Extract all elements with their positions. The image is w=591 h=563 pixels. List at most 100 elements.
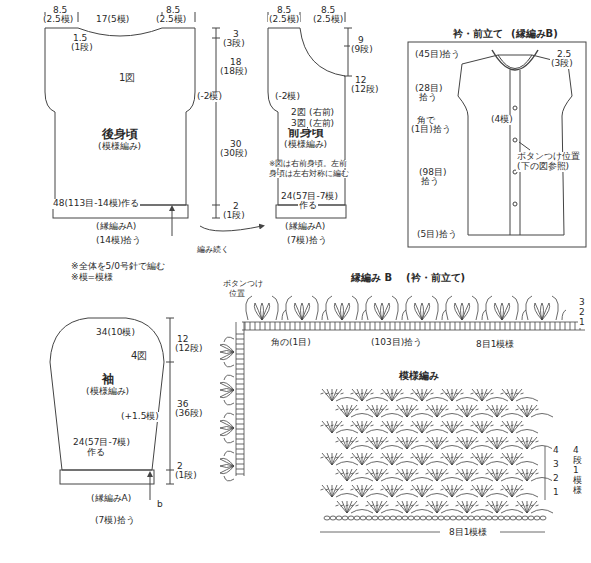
pattern-label: 作る — [298, 201, 318, 211]
pattern-label: 2図 — [290, 108, 307, 118]
pattern-label: 24(57目-7模) — [72, 438, 131, 448]
pattern-label: 2 — [578, 308, 586, 318]
pattern-label: (1段) — [70, 43, 94, 53]
pattern-label: 4 — [552, 446, 560, 456]
pattern-label: (12段) — [174, 344, 203, 354]
pattern-label: (右前) — [308, 108, 335, 118]
pattern-label: ※全体を5/0号針で編む — [70, 262, 166, 272]
stitch-symbol — [242, 322, 585, 330]
pattern-label: 1図 — [118, 72, 136, 83]
pattern-label: 作る — [86, 448, 106, 458]
stitch-symbol — [320, 446, 545, 532]
pattern-label: 3 — [552, 460, 560, 470]
stitch-symbol — [366, 296, 406, 320]
pattern-label: (18段) — [219, 67, 248, 77]
stitch-symbol — [236, 322, 244, 476]
stitch-symbol — [526, 296, 566, 320]
pattern-label: (左前) — [308, 119, 335, 129]
pattern-label: (下の図参照) — [516, 162, 570, 172]
pattern-label: 34(10模) — [95, 328, 136, 338]
pattern-label: (12段) — [350, 85, 379, 95]
pattern-label: 8目1模様 — [448, 528, 488, 538]
pattern-label: (衿・前立て) — [405, 272, 466, 283]
pattern-label: b — [156, 500, 164, 510]
stitch-name: (模様編み) — [284, 139, 327, 150]
garment-piece: 後身頃(模様編み) — [98, 127, 141, 152]
stitch-symbol — [336, 437, 554, 449]
pattern-label: 3図 — [290, 119, 307, 129]
stitch-name: (模様編み) — [98, 141, 141, 152]
stitch-symbol — [336, 469, 554, 481]
stitch-symbol — [406, 296, 446, 320]
stitch-symbol — [220, 451, 234, 481]
stitch-symbol — [321, 453, 539, 465]
garment-piece: 袖(模様編み) — [86, 372, 129, 397]
pattern-label: (36段) — [174, 409, 203, 419]
stitch-symbol — [446, 296, 486, 320]
pattern-label: (1段) — [222, 211, 246, 221]
pattern-label: 拾う — [420, 177, 440, 187]
stitch-symbol — [336, 501, 554, 513]
pattern-label: (2.5模) — [312, 15, 344, 25]
pattern-label: (2.5模) — [155, 15, 187, 25]
stitch-symbol — [326, 296, 366, 320]
pattern-label: 角の(1目) — [270, 338, 312, 348]
pattern-label: 3 — [578, 298, 586, 308]
pattern-label: (7模)拾う — [286, 236, 328, 246]
pattern-label: (3段) — [550, 59, 574, 69]
pattern-label: (2.5模) — [268, 15, 300, 25]
stitch-symbol — [220, 337, 234, 367]
pattern-label: ボタンつけ — [222, 280, 264, 288]
pattern-label: 2 — [552, 474, 560, 484]
pattern-label: 4図 — [130, 350, 148, 361]
pattern-label: 48(113目-14模)作る — [52, 199, 140, 209]
pattern-label: 4段1模様 — [572, 446, 583, 495]
pattern-label: 位置 — [228, 290, 246, 298]
stitch-symbol — [220, 375, 234, 405]
pattern-label: 身頃は左右対称に編む — [268, 170, 350, 178]
pattern-label: 拾う — [418, 93, 438, 103]
piece-name: 後身頃 — [98, 127, 141, 141]
stitch-symbol — [336, 405, 554, 417]
pattern-label: (縁編みB) — [510, 28, 559, 39]
pattern-label: (2.5模) — [42, 15, 74, 25]
pattern-label: (3段) — [222, 39, 246, 49]
stitch-symbol — [321, 421, 539, 433]
pattern-label: ボタンつけ位置 — [516, 152, 581, 162]
piece-name: 袖 — [86, 372, 129, 386]
pattern-label: (+1.5模) — [120, 412, 160, 422]
stitch-symbol — [220, 413, 234, 443]
pattern-label: (4模) — [490, 115, 514, 125]
pattern-label: (-2模) — [274, 92, 301, 102]
pattern-label: 17(5模) — [95, 15, 130, 25]
stitch-symbol — [286, 296, 326, 320]
pattern-label: 1 — [552, 488, 560, 498]
stitch-symbol — [321, 389, 539, 401]
stitch-symbol — [246, 296, 286, 320]
pattern-label: 模様編み — [398, 370, 440, 381]
stitch-name: (模様編み) — [86, 386, 129, 397]
pattern-label: 縁編み B — [350, 272, 393, 283]
pattern-label: 編み続く — [196, 246, 230, 254]
pattern-label: ※模=模様 — [70, 273, 114, 283]
pattern-label: (103目)拾う — [370, 338, 423, 348]
pattern-label: (縁編みA) — [90, 494, 132, 504]
pattern-label: (1段) — [174, 471, 198, 481]
pattern-label: (縁編みA) — [95, 222, 137, 232]
stitch-symbol — [324, 516, 546, 520]
stitch-symbol — [486, 296, 526, 320]
pattern-label: (縁編みA) — [284, 222, 326, 232]
pattern-label: (45目)拾う — [414, 50, 461, 60]
pattern-label: ※図は右前身頃。左前 — [268, 160, 348, 168]
pattern-label: (-2模) — [196, 92, 223, 102]
pattern-label: (9段) — [350, 45, 374, 55]
stitch-symbol — [321, 485, 539, 497]
pattern-label: 1 — [578, 318, 586, 328]
pattern-label: (30段) — [219, 149, 248, 159]
pattern-label: 衿・前立て — [452, 28, 504, 39]
pattern-label: 8目1模様 — [475, 340, 515, 350]
pattern-label: (5目)拾う — [416, 230, 458, 240]
pattern-label: (7模)拾う — [94, 516, 136, 526]
pattern-label: (14模)拾う — [95, 236, 142, 246]
